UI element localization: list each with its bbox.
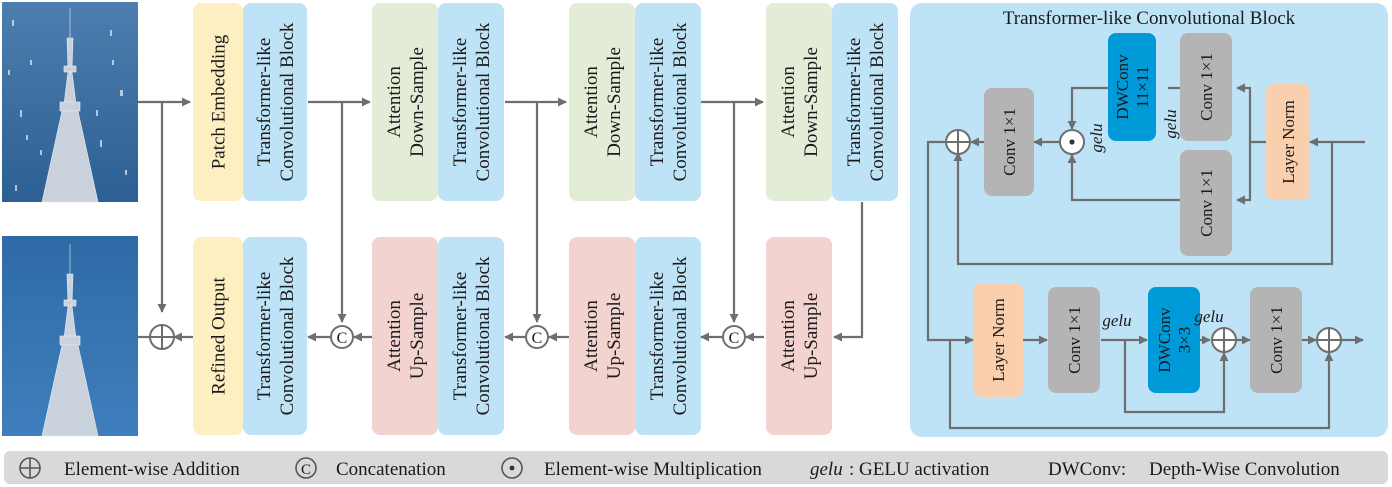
- attention-down-sample-3-label: Down-Sample: [801, 47, 822, 157]
- legend-bar: Element-wise Addition C Concatenation El…: [4, 451, 1388, 484]
- dwconv-3x3-label: DWConv: [1155, 307, 1174, 373]
- encoder-tcb-1-label: Transformer-like: [254, 38, 275, 167]
- conv1x1-upper-bottom: Conv 1×1: [1180, 150, 1232, 256]
- dwconv-11x11-label: DWConv: [1113, 54, 1132, 120]
- attention-down-sample-3-label: Attention: [778, 66, 799, 138]
- conv1x1-upper-top: Conv 1×1: [1180, 33, 1232, 141]
- conv1x1-upper-left: Conv 1×1: [984, 88, 1034, 196]
- legend-gelu-desc: : GELU activation: [849, 459, 990, 480]
- attention-up-sample-2-label: Up-Sample: [604, 293, 625, 380]
- detail-add-symbol-1: [945, 129, 971, 155]
- decoder-tcb-1-label: Convolutional Block: [277, 256, 298, 415]
- rainy-input-image: [2, 2, 138, 203]
- legend-concat-icon: C: [295, 457, 317, 479]
- layer-norm-lower: Layer Norm: [973, 283, 1023, 397]
- attention-up-sample-1-label: Attention: [384, 300, 405, 372]
- attention-down-sample-2-label: Down-Sample: [604, 47, 625, 157]
- detail-connectors: [926, 83, 1365, 430]
- gelu-label-upper-2: gelu: [1161, 109, 1180, 138]
- decoder-tcb-2-label: Convolutional Block: [473, 256, 494, 415]
- attention-down-sample-1-label: Attention: [384, 66, 405, 138]
- dwconv-3x3-label: 3×3: [1175, 327, 1194, 354]
- layer-norm-lower-label: Layer Norm: [989, 298, 1008, 382]
- gelu-label-upper-1: gelu: [1087, 123, 1106, 152]
- conv1x1-lower-1: Conv 1×1: [1048, 287, 1100, 393]
- dwconv-11x11-label: 11×11: [1133, 66, 1152, 108]
- attention-down-sample-1-label: Down-Sample: [407, 47, 428, 157]
- legend-multiplication-label: Element-wise Multiplication: [544, 459, 762, 480]
- svg-text:C: C: [532, 330, 543, 347]
- encoder-tcb-1-label: Convolutional Block: [277, 22, 298, 181]
- patch-embedding-block: Patch Embedding: [193, 3, 243, 201]
- svg-text:C: C: [337, 330, 348, 347]
- conv1x1-upper-top-label: Conv 1×1: [1197, 53, 1216, 121]
- decoder-tcb-3-label: Transformer-like: [647, 272, 668, 401]
- attention-down-sample-2-label: Attention: [581, 66, 602, 138]
- patch-embedding-block-label: Patch Embedding: [209, 34, 230, 169]
- conv1x1-lower-2: Conv 1×1: [1250, 287, 1302, 393]
- layer-norm-upper-label: Layer Norm: [1279, 100, 1298, 184]
- encoder-tcb-2-label: Transformer-like: [450, 38, 471, 167]
- detail-add-symbol-3: [1316, 327, 1342, 353]
- svg-text:C: C: [729, 330, 740, 347]
- gelu-label-lower-2: gelu: [1194, 307, 1223, 326]
- attention-up-sample-2-label: Attention: [581, 300, 602, 372]
- encoder-tcb-4-label: Convolutional Block: [867, 22, 888, 181]
- decoder-tcb-2-label: Transformer-like: [450, 272, 471, 401]
- output-add-symbol: [149, 324, 175, 350]
- legend-dwconv-term: DWConv:: [1048, 459, 1126, 480]
- attention-up-sample-3-label: Attention: [778, 300, 799, 372]
- legend-dwconv-desc: Depth-Wise Convolution: [1149, 459, 1340, 480]
- concat-symbol-2: C: [525, 325, 549, 349]
- conv1x1-lower-1-label: Conv 1×1: [1065, 306, 1084, 374]
- legend-concatenation-label: Concatenation: [336, 459, 446, 480]
- gelu-label-lower-1: gelu: [1102, 311, 1131, 330]
- legend-addition-label: Element-wise Addition: [64, 459, 240, 480]
- decoder-tcb-1-label: Transformer-like: [254, 272, 275, 401]
- refined-output-block: Refined Output: [193, 237, 243, 435]
- refined-output-block-label: Refined Output: [209, 276, 230, 394]
- attention-up-sample-3-label: Up-Sample: [801, 293, 822, 380]
- detail-multiply-symbol: [1059, 129, 1085, 155]
- svg-text:C: C: [301, 462, 311, 478]
- concat-symbol-1: C: [330, 325, 354, 349]
- encoder-tcb-3-label: Convolutional Block: [670, 22, 691, 181]
- encoder-tcb-2-label: Convolutional Block: [473, 22, 494, 181]
- encoder-tcb-3-label: Transformer-like: [647, 38, 668, 167]
- layer-norm-upper: Layer Norm: [1266, 84, 1310, 200]
- detail-add-symbol-2: [1211, 327, 1237, 353]
- conv1x1-upper-bottom-label: Conv 1×1: [1197, 169, 1216, 237]
- clean-output-image: [2, 236, 138, 437]
- conv1x1-upper-left-label: Conv 1×1: [1000, 108, 1019, 176]
- legend-multiply-icon: [501, 457, 523, 479]
- attention-up-sample-1-label: Up-Sample: [407, 293, 428, 380]
- decoder-tcb-3-label: Convolutional Block: [670, 256, 691, 415]
- legend-gelu-term: gelu: [810, 459, 843, 480]
- conv1x1-lower-2-label: Conv 1×1: [1267, 306, 1286, 374]
- concat-symbol-3: C: [722, 325, 746, 349]
- detail-title: Transformer-like Convolutional Block: [1003, 8, 1296, 29]
- main-connectors: [138, 97, 864, 342]
- encoder-tcb-4-label: Transformer-like: [844, 38, 865, 167]
- legend-add-icon: [19, 457, 41, 479]
